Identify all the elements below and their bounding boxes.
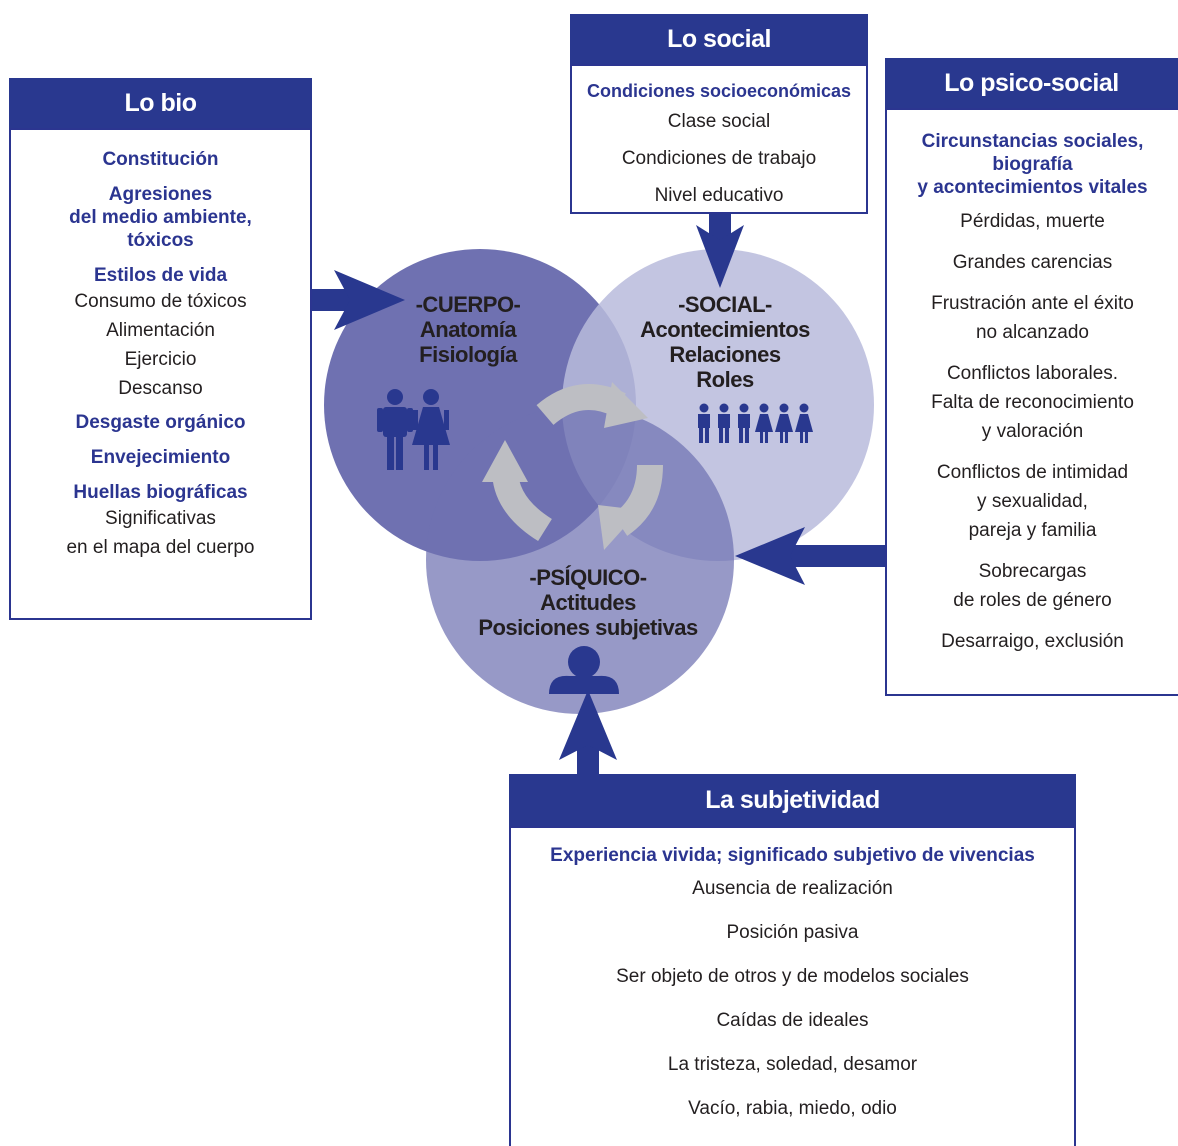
subjetividad-box: Experiencia vivida; significado subjetiv… xyxy=(509,826,1076,1146)
social-item: Nivel educativo xyxy=(654,185,784,206)
social-line-1: Acontecimientos xyxy=(640,317,810,342)
lo-bio-header: Lo bio xyxy=(9,78,312,128)
cuerpo-line-1: Anatomía xyxy=(419,317,517,342)
bio-estilos-item: Descanso xyxy=(118,378,203,399)
subjetividad-item: Ausencia de realización xyxy=(692,878,893,899)
bio-envejecimiento: Envejecimiento xyxy=(90,447,231,468)
psico-heading-1: Circunstancias sociales, xyxy=(921,131,1144,152)
psico-heading-2: biografía xyxy=(992,154,1073,175)
psico-item: y valoración xyxy=(981,421,1084,442)
bio-desgaste: Desgaste orgánico xyxy=(75,412,246,433)
psiquico-title: -PSÍQUICO- xyxy=(529,565,647,590)
subjetividad-header: La subjetividad xyxy=(509,774,1076,826)
person-user-icon xyxy=(549,646,619,694)
psiquico-line-1: Actitudes xyxy=(540,590,636,615)
bio-estilos-item: Consumo de tóxicos xyxy=(74,291,247,312)
man-icon xyxy=(377,389,413,470)
subjetividad-item: Ser objeto de otros y de modelos sociale… xyxy=(616,966,969,987)
subjetividad-item: Posición pasiva xyxy=(726,922,859,943)
bio-estilos-heading: Estilos de vida xyxy=(93,265,228,286)
arrow-bio-to-cuerpo xyxy=(311,270,405,330)
psico-item: no alcanzado xyxy=(975,322,1090,343)
cuerpo-title: -CUERPO- xyxy=(415,292,521,317)
bio-agresiones-3: tóxicos xyxy=(127,230,194,251)
lo-bio-title: Lo bio xyxy=(124,88,197,117)
bio-agresiones-1: Agresiones xyxy=(108,184,213,205)
psico-item: Conflictos laborales. xyxy=(946,363,1119,384)
bio-huellas: Huellas biográficas xyxy=(73,482,248,503)
subjetividad-heading: Experiencia vivida; significado subjetiv… xyxy=(550,845,1035,866)
psico-item: Frustración ante el éxito xyxy=(931,293,1134,314)
psico-item: Grandes carencias xyxy=(952,252,1113,273)
woman-icon xyxy=(412,389,450,470)
subjetividad-title: La subjetividad xyxy=(705,785,880,814)
psico-item: Desarraigo, exclusión xyxy=(941,631,1124,652)
circle-psiquico-label: -PSÍQUICO- Actitudes Posiciones subjetiv… xyxy=(468,565,708,640)
psico-item: pareja y familia xyxy=(968,520,1097,541)
man-small-icon xyxy=(698,403,710,443)
man-small-icon xyxy=(738,403,750,443)
lo-psico-box: Circunstancias sociales, biografía y aco… xyxy=(885,108,1178,696)
woman-small-icon xyxy=(795,403,813,443)
man-small-icon xyxy=(718,403,730,443)
woman-small-icon xyxy=(755,403,773,443)
lo-psico-title: Lo psico-social xyxy=(944,68,1119,97)
lo-social-box: Condiciones socioeconómicas Clase social… xyxy=(570,64,868,214)
psico-heading-3: y acontecimientos vitales xyxy=(917,177,1148,198)
psiquico-line-2: Posiciones subjetivas xyxy=(478,615,698,640)
arrow-social-down xyxy=(696,212,744,288)
people-group-icon xyxy=(698,403,813,443)
social-item: Clase social xyxy=(667,111,771,132)
psico-item: y sexualidad, xyxy=(977,491,1088,512)
circle-cuerpo-label: -CUERPO- Anatomía Fisiología xyxy=(408,292,528,367)
psico-item: Sobrecargas xyxy=(978,561,1087,582)
psico-item: Pérdidas, muerte xyxy=(960,211,1105,232)
psico-item: Falta de reconocimiento xyxy=(931,392,1134,413)
social-line-2: Relaciones xyxy=(669,342,781,367)
social-item: Condiciones de trabajo xyxy=(621,148,817,169)
psico-item: de roles de género xyxy=(953,590,1112,611)
lo-social-title: Lo social xyxy=(667,24,771,53)
arrow-psico-to-social xyxy=(735,527,886,585)
bio-huellas-item: Significativas xyxy=(105,508,216,529)
bio-agresiones-2: del medio ambiente, xyxy=(69,207,252,228)
bio-estilos-item: Ejercicio xyxy=(124,349,197,370)
lo-psico-header: Lo psico-social xyxy=(885,58,1178,108)
social-heading: Condiciones socioeconómicas xyxy=(586,81,852,101)
subjetividad-item: La tristeza, soledad, desamor xyxy=(667,1054,918,1075)
social-line-3: Roles xyxy=(696,367,754,392)
bio-estilos-item: Alimentación xyxy=(106,320,215,341)
circle-social-label: -SOCIAL- Acontecimientos Relaciones Role… xyxy=(625,292,825,392)
woman-small-icon xyxy=(775,403,793,443)
subjetividad-item: Vacío, rabia, miedo, odio xyxy=(688,1098,897,1119)
lo-bio-box: Constitución Agresiones del medio ambien… xyxy=(9,128,312,620)
subjetividad-item: Caídas de ideales xyxy=(716,1010,869,1031)
cuerpo-line-2: Fisiología xyxy=(419,342,517,367)
lo-social-header: Lo social xyxy=(570,14,868,64)
social-title: -SOCIAL- xyxy=(678,292,772,317)
psico-item: Conflictos de intimidad xyxy=(936,462,1129,483)
bio-constitucion: Constitución xyxy=(102,149,219,170)
arrow-subjetividad-up xyxy=(559,690,617,774)
bio-huellas-item: en el mapa del cuerpo xyxy=(66,537,255,558)
